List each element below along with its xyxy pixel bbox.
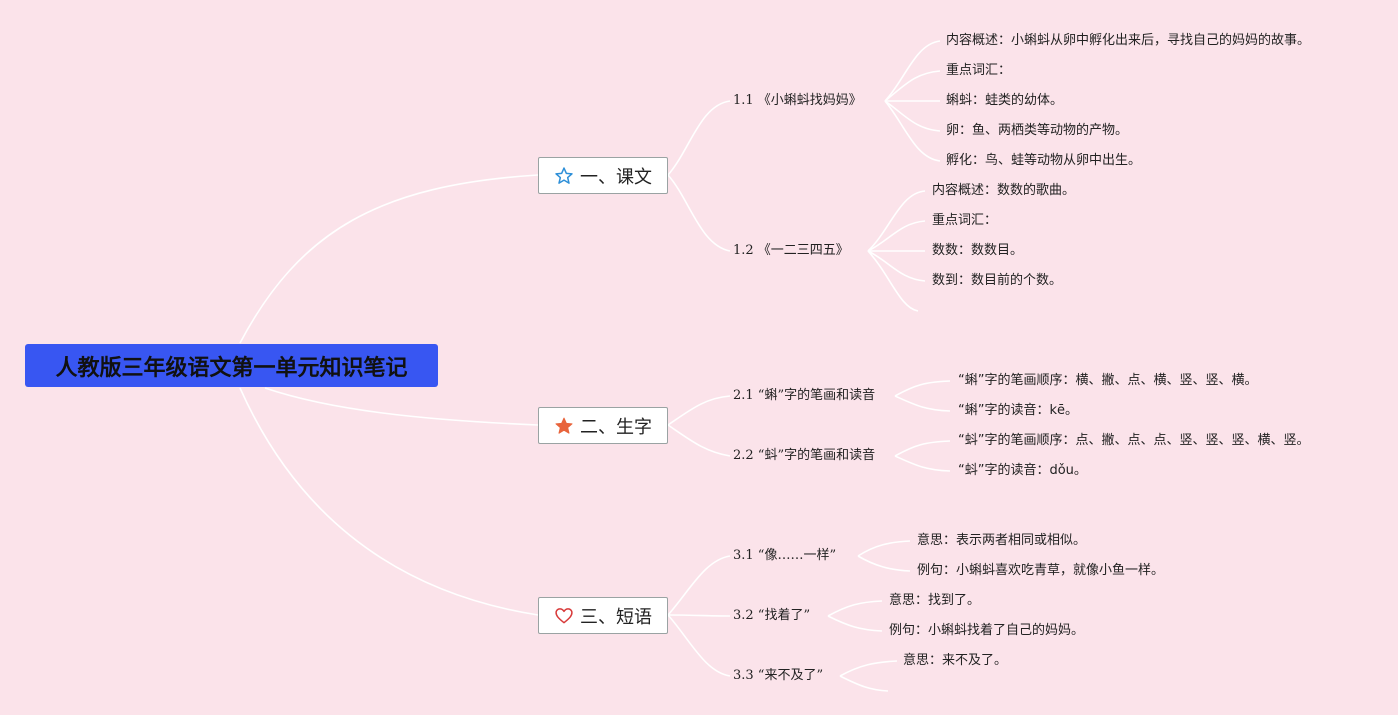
leaf-item[interactable]: 内容概述：数数的歌曲。 xyxy=(932,183,1076,198)
heart-icon xyxy=(555,607,573,623)
topic-1-1[interactable]: 1.1 《小蝌蚪找妈妈》 xyxy=(733,93,862,108)
topic-3-3[interactable]: 3.3 “来不及了” xyxy=(733,668,824,683)
leaf-item[interactable]: 意思：来不及了。 xyxy=(903,653,1008,668)
leaf-item[interactable]: 例句：小蝌蚪喜欢吃青草，就像小鱼一样。 xyxy=(917,563,1165,578)
leaf-item[interactable]: 重点词汇： xyxy=(946,63,1012,78)
leaf-item[interactable]: “蝌”字的读音：kē。 xyxy=(958,403,1078,418)
leaf-item[interactable]: “蝌”字的笔画顺序：横、撇、点、横、竖、竖、横。 xyxy=(958,373,1258,388)
leaf-item[interactable]: 孵化：鸟、蛙等动物从卵中出生。 xyxy=(946,153,1142,168)
star-outline-icon xyxy=(555,166,573,184)
leaf-item[interactable]: 意思：找到了。 xyxy=(889,593,981,608)
topic-2-1[interactable]: 2.1 “蝌”字的笔画和读音 xyxy=(733,388,876,403)
branch-node-characters[interactable]: 二、生字 xyxy=(538,407,668,444)
topic-3-1[interactable]: 3.1 “像……一样” xyxy=(733,548,837,563)
leaf-item[interactable]: 内容概述：小蝌蚪从卵中孵化出来后，寻找自己的妈妈的故事。 xyxy=(946,33,1311,48)
leaf-item[interactable]: 重点词汇： xyxy=(932,213,998,228)
leaf-item[interactable]: 例句：小蝌蚪找着了自己的妈妈。 xyxy=(889,623,1085,638)
leaf-item[interactable]: “蚪”字的读音：dǒu。 xyxy=(958,463,1087,478)
branch-node-lessons[interactable]: 一、课文 xyxy=(538,157,668,194)
branch-label: 三、短语 xyxy=(580,606,652,628)
branch-label: 二、生字 xyxy=(580,416,652,438)
topic-1-2[interactable]: 1.2 《一二三四五》 xyxy=(733,243,849,258)
topic-2-2[interactable]: 2.2 “蚪”字的笔画和读音 xyxy=(733,448,876,463)
branch-label: 一、课文 xyxy=(580,166,652,188)
root-node[interactable]: 人教版三年级语文第一单元知识笔记 xyxy=(25,344,438,387)
leaf-item[interactable]: 数数：数数目。 xyxy=(932,243,1024,258)
branch-node-phrases[interactable]: 三、短语 xyxy=(538,597,668,634)
topic-3-2[interactable]: 3.2 “找着了” xyxy=(733,608,811,623)
leaf-item[interactable]: 意思：表示两者相同或相似。 xyxy=(917,533,1087,548)
leaf-item[interactable]: 蝌蚪：蛙类的幼体。 xyxy=(946,93,1064,108)
leaf-item[interactable]: 卵：鱼、两栖类等动物的产物。 xyxy=(946,123,1129,138)
root-title: 人教版三年级语文第一单元知识笔记 xyxy=(55,355,408,381)
leaf-item[interactable]: “蚪”字的笔画顺序：点、撇、点、点、竖、竖、竖、横、竖。 xyxy=(958,433,1310,448)
star-filled-icon xyxy=(555,417,573,434)
leaf-item[interactable]: 数到：数目前的个数。 xyxy=(932,273,1063,288)
